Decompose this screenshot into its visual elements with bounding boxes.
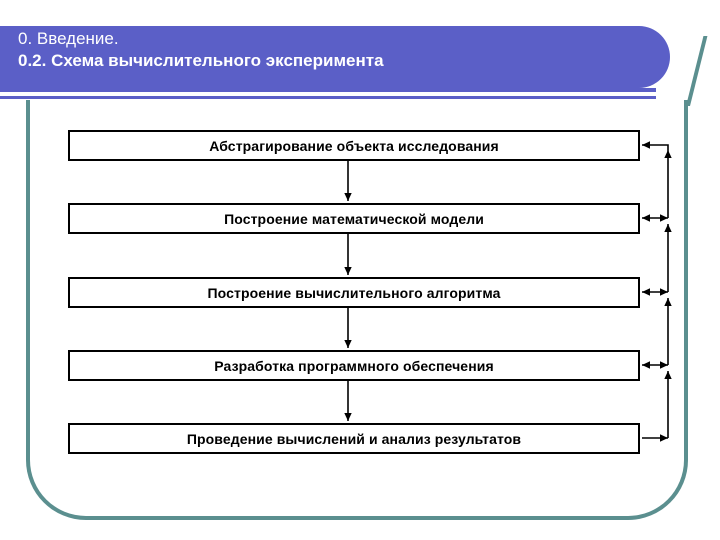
flow-step-3-label: Построение вычислительного алгоритма bbox=[207, 284, 501, 301]
flow-step-5: Проведение вычислений и анализ результат… bbox=[68, 423, 640, 454]
flow-step-1-label: Абстрагирование объекта исследования bbox=[209, 137, 499, 154]
flow-step-4-label: Разработка программного обеспечения bbox=[214, 357, 494, 374]
flow-step-3: Построение вычислительного алгоритма bbox=[68, 277, 640, 308]
flow-step-5-label: Проведение вычислений и анализ результат… bbox=[186, 430, 522, 447]
title-rule-thin bbox=[0, 96, 656, 99]
title-rule-thick bbox=[0, 88, 656, 92]
page-title: 0. Введение. 0.2. Схема вычислительного … bbox=[18, 28, 638, 72]
flow-step-2-label: Построение математической модели bbox=[224, 210, 484, 227]
feedback-tap-step1 bbox=[642, 141, 669, 150]
flow-step-4: Разработка программного обеспечения bbox=[68, 350, 640, 381]
title-line-1: 0. Введение. bbox=[18, 29, 119, 48]
title-line-2: 0.2. Схема вычислительного эксперимента bbox=[18, 50, 384, 70]
flow-step-2: Построение математической модели bbox=[68, 203, 640, 234]
title-banner bbox=[0, 26, 670, 88]
flow-step-1: Абстрагирование объекта исследования bbox=[68, 130, 640, 161]
